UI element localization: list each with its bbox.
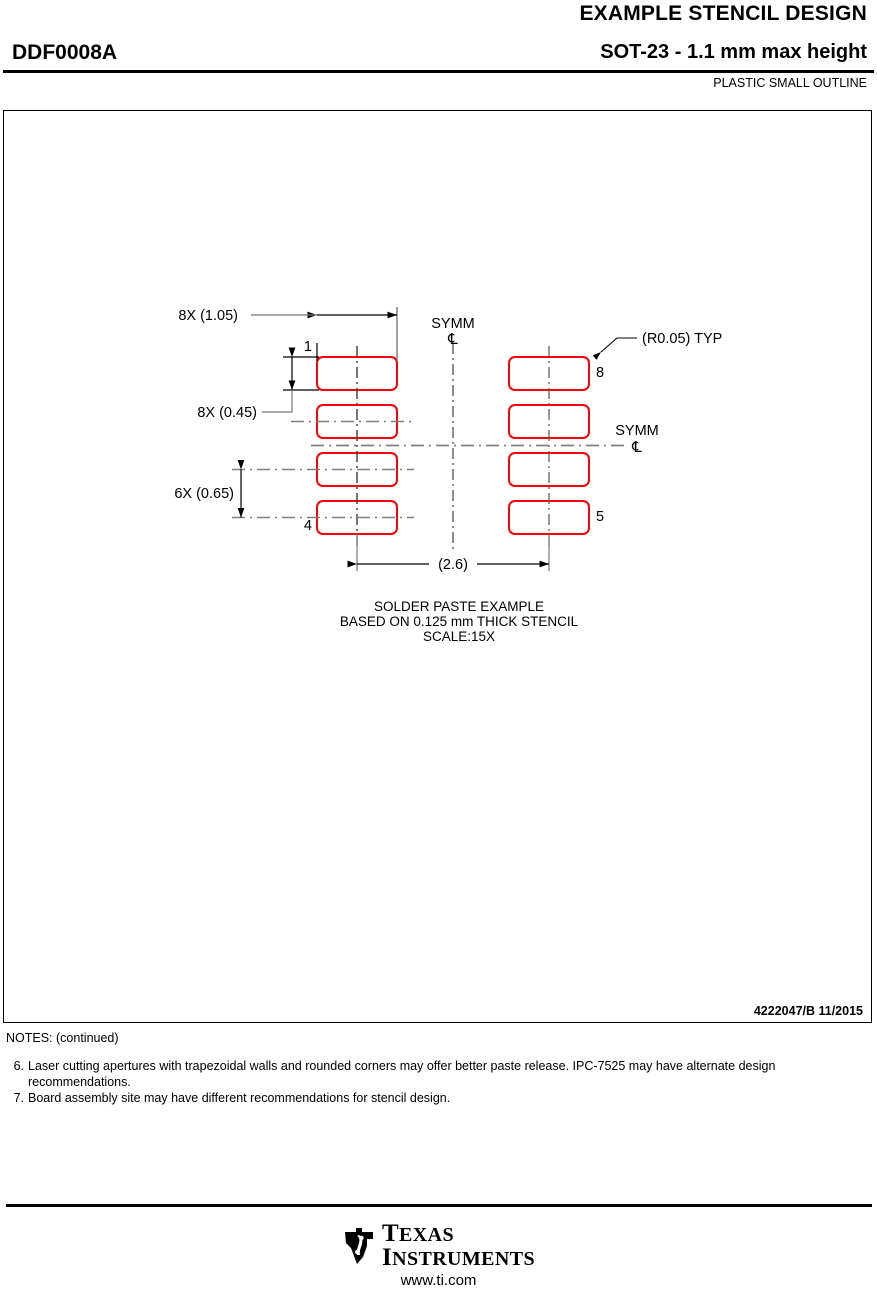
pin-label-8: 8 bbox=[596, 365, 604, 381]
centerline-glyph-horizontal: ℄ bbox=[631, 440, 642, 456]
drawing-frame: 8X (1.05) 8X (0.45) 6X (0.65) (2.6) (R0.… bbox=[3, 110, 872, 1023]
pin-label-1: 1 bbox=[304, 339, 312, 355]
pin-label-5: 5 bbox=[596, 509, 604, 525]
footer: TEXAS INSTRUMENTS www.ti.com bbox=[0, 1220, 877, 1290]
dim-label-corner-radius: (R0.05) TYP bbox=[642, 331, 722, 347]
caption-line-1: SOLDER PASTE EXAMPLE bbox=[374, 599, 544, 614]
note-number: 6. bbox=[13, 1059, 24, 1073]
dim-label-span: (2.6) bbox=[438, 557, 468, 573]
leader-aperture-width bbox=[262, 390, 293, 413]
ti-brand-line-1: TEXAS bbox=[381, 1220, 454, 1247]
footer-divider bbox=[6, 1204, 872, 1207]
ti-logo: TEXAS INSTRUMENTS www.ti.com bbox=[342, 1220, 536, 1289]
ti-brand-line-2: INSTRUMENTS bbox=[381, 1244, 536, 1272]
texas-state-icon bbox=[344, 1228, 373, 1265]
package-descriptor-label: SOT-23 - 1.1 mm max height bbox=[600, 41, 867, 63]
dim-label-aperture-width: 8X (0.45) bbox=[197, 405, 257, 421]
symm-label-vertical: SYMM bbox=[431, 316, 475, 332]
pin-label-4: 4 bbox=[304, 518, 312, 534]
stencil-drawing: 8X (1.05) 8X (0.45) 6X (0.65) (2.6) (R0.… bbox=[174, 307, 722, 644]
part-number-label: DDF0008A bbox=[12, 41, 118, 64]
note-number: 7. bbox=[13, 1091, 24, 1106]
note-text: Board assembly site may have different r… bbox=[28, 1091, 451, 1106]
dim-label-aperture-length: 8X (1.05) bbox=[178, 308, 238, 324]
symm-label-horizontal: SYMM bbox=[615, 423, 659, 439]
note-text: Laser cutting apertures with trapezoidal… bbox=[28, 1059, 776, 1089]
dim-label-pitch: 6X (0.65) bbox=[174, 486, 234, 502]
ti-website-url: www.ti.com bbox=[400, 1271, 477, 1289]
header-divider bbox=[3, 70, 874, 73]
page-title: EXAMPLE STENCIL DESIGN bbox=[579, 2, 867, 25]
caption-line-2: BASED ON 0.125 mm THICK STENCIL bbox=[340, 614, 579, 629]
centerline-glyph-vertical: ℄ bbox=[447, 332, 458, 348]
note-item: 6. Laser cutting apertures with trapezoi… bbox=[6, 1059, 872, 1090]
leader-corner-radius bbox=[592, 337, 637, 360]
ti-wordmark: TEXAS INSTRUMENTS bbox=[381, 1220, 536, 1272]
package-subtitle-label: PLASTIC SMALL OUTLINE bbox=[713, 76, 867, 90]
notes-section: NOTES: (continued) 6. Laser cutting aper… bbox=[6, 1031, 872, 1108]
note-item: 7. Board assembly site may have differen… bbox=[6, 1091, 872, 1107]
caption-line-3: SCALE:15X bbox=[423, 629, 495, 644]
notes-heading: NOTES: (continued) bbox=[6, 1031, 119, 1045]
drawing-revision-id: 4222047/B 11/2015 bbox=[753, 1004, 863, 1018]
